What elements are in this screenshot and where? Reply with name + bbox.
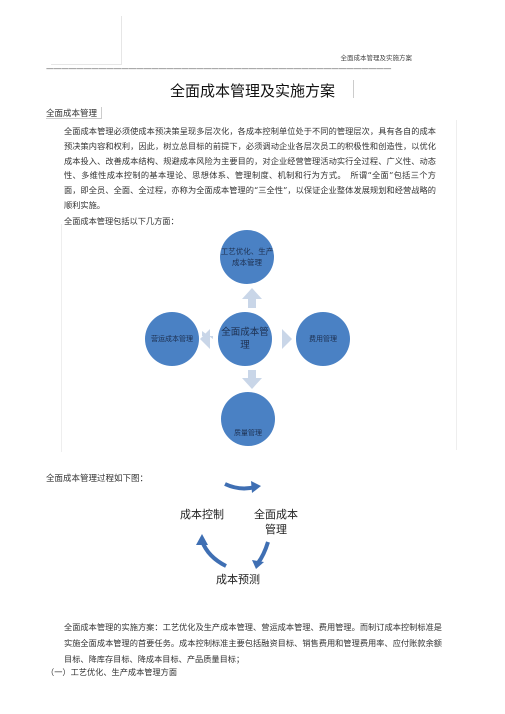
arrow-down bbox=[242, 370, 262, 389]
page-title: 全面成本管理及实施方案 bbox=[169, 82, 335, 100]
header-rule: ————————————————————————————————————————… bbox=[46, 64, 392, 73]
cycle-node-forecast: 成本预测 bbox=[216, 573, 260, 586]
title-divider bbox=[353, 80, 354, 98]
cycle-node-control: 成本控制 bbox=[180, 508, 224, 521]
arrow-up bbox=[242, 288, 262, 308]
frame-line-left bbox=[61, 224, 62, 452]
cycle-arrow-right bbox=[256, 541, 270, 565]
implementation-paragraph: 全面成本管理的实施方案：工艺优化及生产成本管理、营运成本管理、费用管理。而制订成… bbox=[64, 622, 442, 664]
section-label: 全面成本管理 bbox=[46, 107, 103, 119]
intro-paragraph: 全面成本管理必须使成本预决策呈现多层次化，各成本控制单位处于不同的管理层次，具有… bbox=[64, 126, 436, 210]
cycle-arrow-right-head bbox=[252, 560, 264, 569]
diagram-node-center: 全面成本管理 bbox=[218, 312, 272, 366]
frame-line-right bbox=[456, 120, 457, 450]
cycle-arrow-top bbox=[224, 482, 256, 491]
subsection-heading: （一）工艺优化、生产成本管理方面 bbox=[46, 667, 178, 677]
cycle-arrow-left-head bbox=[196, 534, 208, 545]
diagram-node-process: 工艺优化、生产成本管理 bbox=[220, 230, 274, 284]
diagram-intro: 全面成本管理包括以下几方面： bbox=[64, 216, 179, 226]
corner-mark bbox=[51, 16, 122, 65]
diagram-node-expense: 费用管理 bbox=[296, 312, 350, 366]
cycle-node-total: 全面成本管理 bbox=[254, 508, 298, 536]
arrow-left-head bbox=[200, 329, 210, 349]
diagram-node-operations: 营运成本管理 bbox=[145, 312, 199, 366]
diagram-node-quality: 质量管理 bbox=[221, 392, 275, 446]
process-label: 全面成本管理过程如下图： bbox=[46, 474, 149, 484]
running-header: 全面成本管理及实施方案 bbox=[340, 54, 413, 62]
arrow-right-head bbox=[282, 329, 292, 349]
cycle-arrow-top-head bbox=[251, 481, 261, 493]
